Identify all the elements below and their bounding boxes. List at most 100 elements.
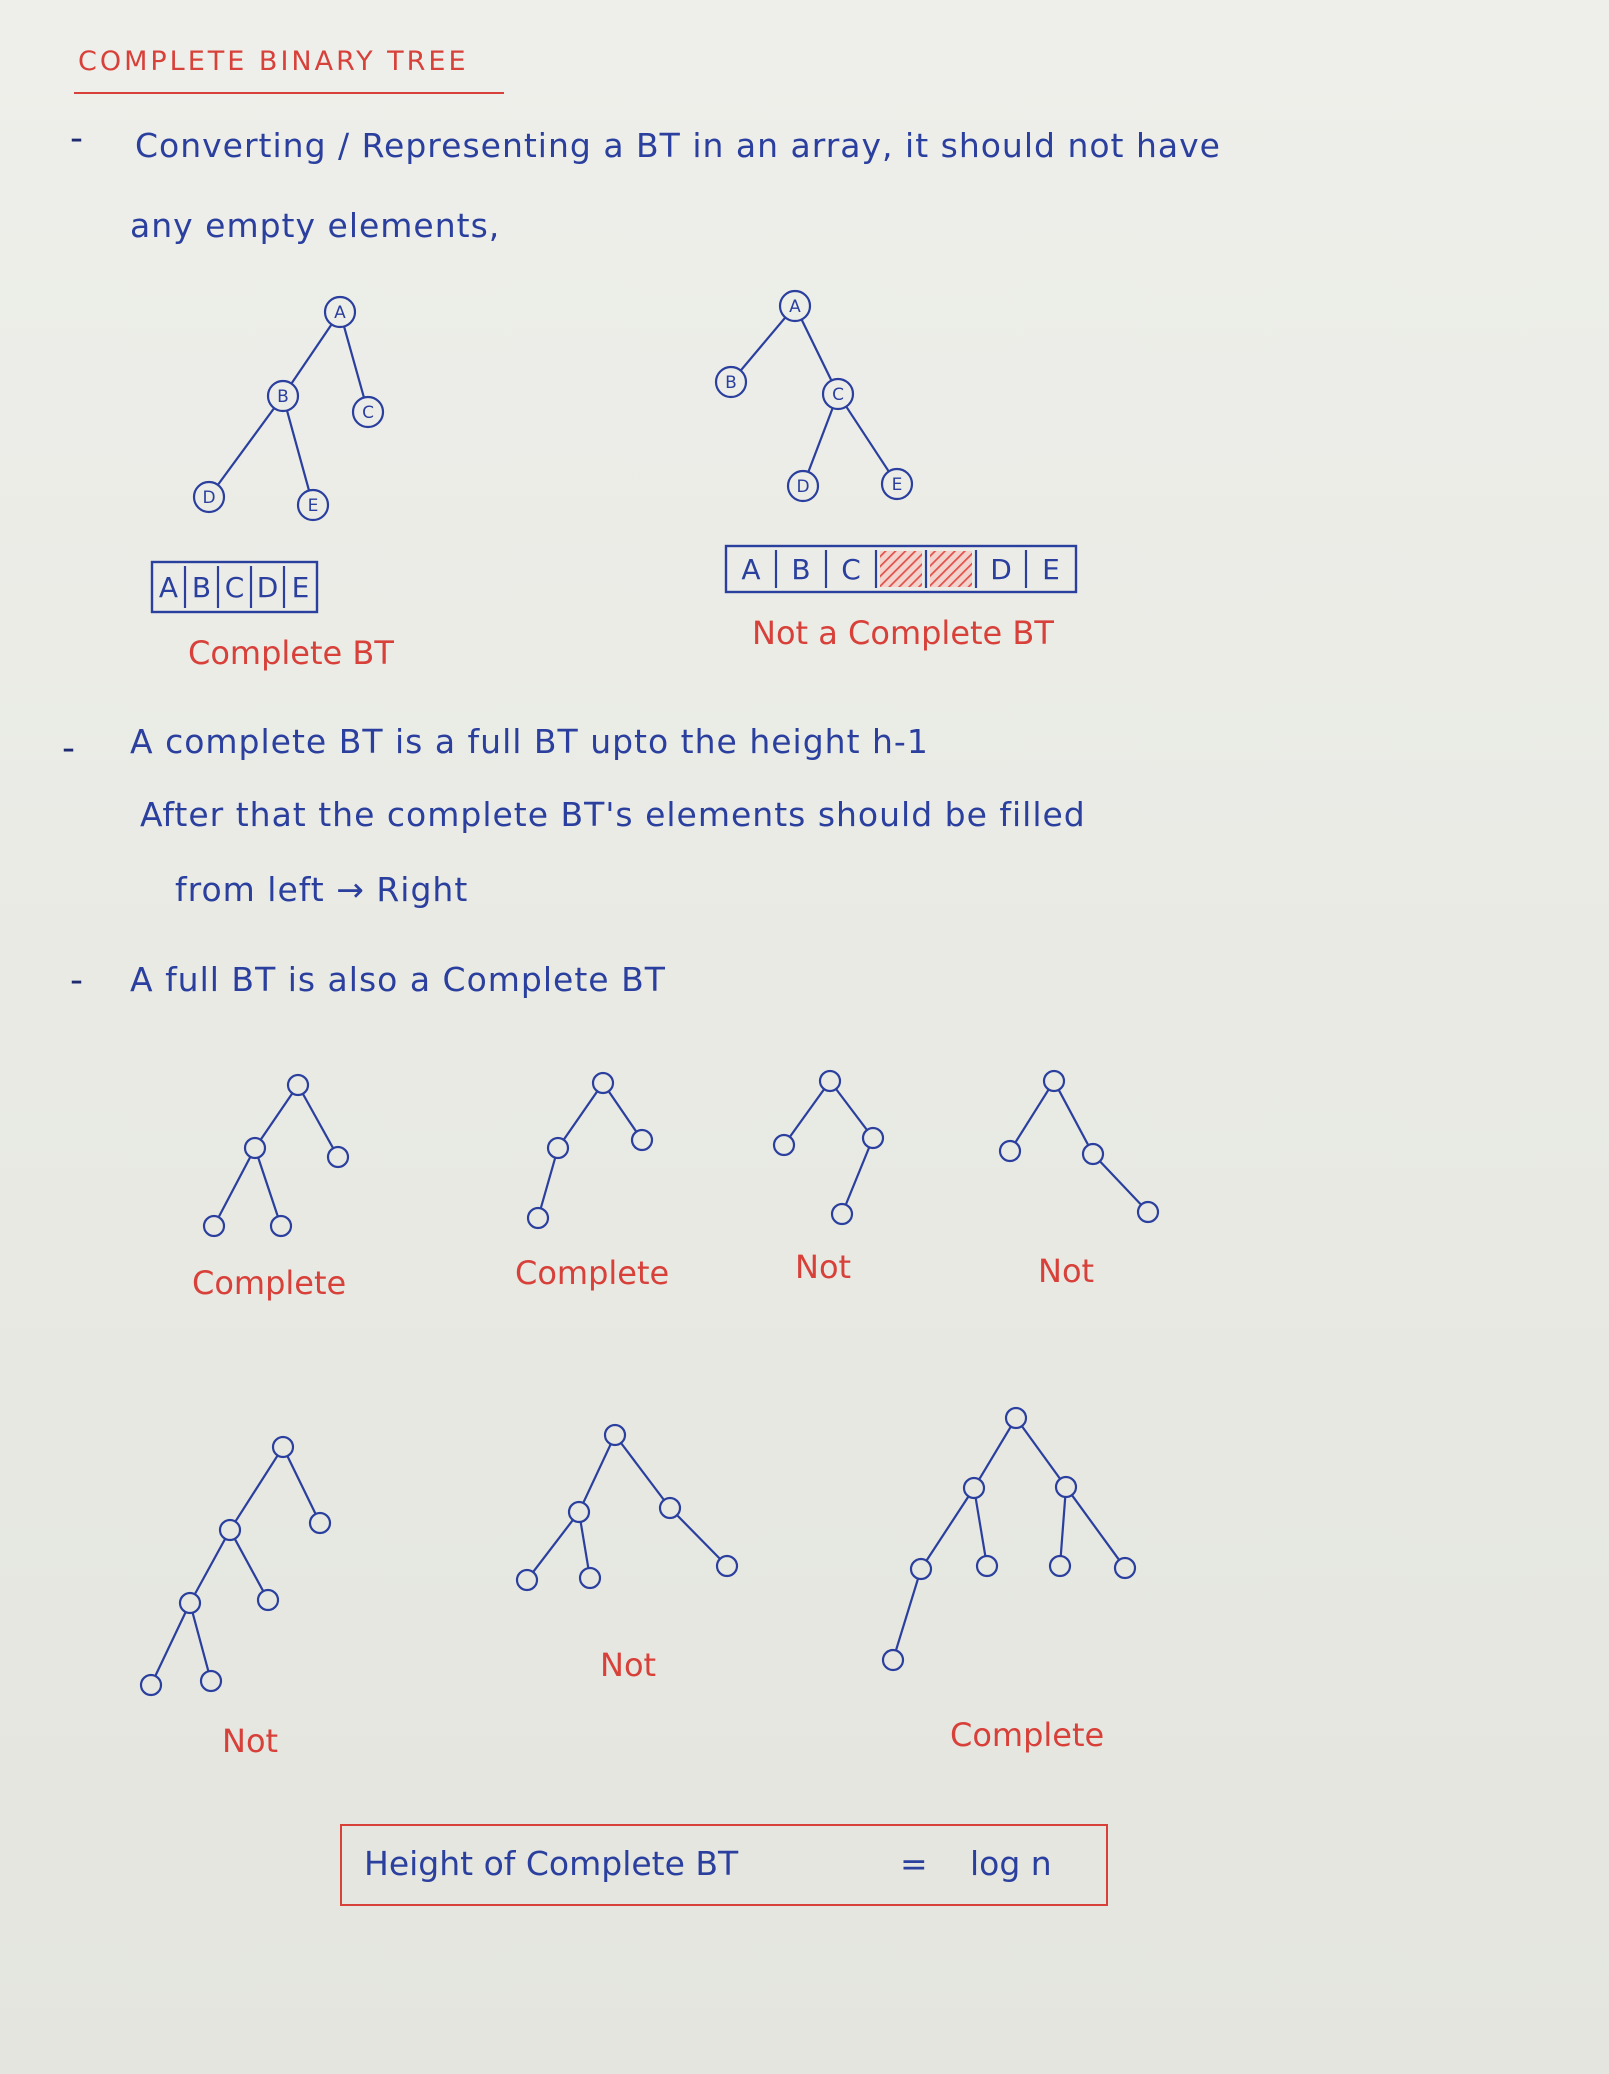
tree-node bbox=[715, 1554, 739, 1578]
tree-edge bbox=[532, 1519, 574, 1573]
tree-node: B bbox=[266, 379, 300, 413]
text-line-1: Converting / Representing a BT in an arr… bbox=[135, 126, 1221, 165]
tree-edge bbox=[233, 1538, 265, 1592]
tree-edge bbox=[301, 1093, 335, 1149]
tree-node bbox=[603, 1423, 627, 1447]
tree-node bbox=[818, 1069, 842, 1093]
tree-node bbox=[515, 1568, 539, 1592]
svg-text:D: D bbox=[796, 477, 809, 497]
formula-lhs: Height of Complete BT bbox=[364, 1844, 739, 1883]
bullet-dash: - bbox=[70, 960, 83, 1001]
formula-equals: = bbox=[900, 1844, 928, 1883]
tree-node bbox=[1004, 1406, 1028, 1430]
tree-node bbox=[286, 1073, 310, 1097]
tree-node bbox=[962, 1476, 986, 1500]
formula-rhs: log n bbox=[970, 1844, 1052, 1883]
tree-label: Complete bbox=[515, 1254, 670, 1292]
tree-node: B bbox=[714, 365, 748, 399]
svg-text:B: B bbox=[725, 373, 737, 393]
tree-node: E bbox=[296, 488, 330, 522]
text-line-3: A complete BT is a full BT upto the heig… bbox=[130, 722, 929, 761]
tree-node bbox=[1136, 1200, 1160, 1224]
tree-edge bbox=[582, 1443, 612, 1504]
formula-box: Height of Complete BT = log n bbox=[340, 1824, 1108, 1906]
tree-node bbox=[772, 1133, 796, 1157]
tree-node bbox=[199, 1669, 223, 1693]
tree-node bbox=[975, 1554, 999, 1578]
svg-text:A: A bbox=[789, 297, 801, 317]
text-line-6: A full BT is also a Complete BT bbox=[130, 960, 666, 999]
array-cell: C bbox=[225, 571, 245, 604]
svg-text:B: B bbox=[277, 387, 289, 407]
tree-node bbox=[591, 1071, 615, 1095]
tree-edge bbox=[286, 1455, 317, 1515]
tree-edge bbox=[739, 316, 787, 372]
tree-node bbox=[526, 1206, 550, 1230]
tree-edge bbox=[562, 1090, 599, 1141]
tree-edge bbox=[620, 1442, 665, 1501]
tree-edge bbox=[191, 1612, 210, 1672]
tree-node bbox=[658, 1496, 682, 1520]
svg-text:B: B bbox=[791, 553, 810, 586]
array-cell: C bbox=[841, 553, 861, 586]
svg-text:A: A bbox=[334, 303, 346, 323]
tree-edge bbox=[844, 1146, 871, 1206]
array-cell: E bbox=[1042, 553, 1060, 586]
tree-edge bbox=[154, 1611, 187, 1677]
array-cell: B bbox=[791, 553, 810, 586]
svg-text:D: D bbox=[257, 571, 279, 604]
tree-edge bbox=[1014, 1088, 1050, 1144]
text-line-2: any empty elements, bbox=[130, 206, 501, 245]
tree-edge bbox=[259, 1092, 294, 1141]
tree-node: C bbox=[351, 395, 385, 429]
svg-text:E: E bbox=[1042, 553, 1060, 586]
tree-edge bbox=[978, 1426, 1012, 1480]
tree-node bbox=[830, 1202, 854, 1226]
array-cell: B bbox=[192, 571, 211, 604]
text-line-5: from left → Right bbox=[175, 870, 469, 909]
caption-not-complete-bt: Not a Complete BT bbox=[752, 614, 1054, 652]
tree-edge bbox=[579, 1521, 590, 1569]
svg-text:A: A bbox=[159, 571, 178, 604]
svg-text:E: E bbox=[892, 475, 903, 495]
tree-node bbox=[1081, 1142, 1105, 1166]
tree-edge bbox=[193, 1538, 227, 1595]
tree-node bbox=[139, 1673, 163, 1697]
tree-edge bbox=[807, 407, 834, 473]
tree-label: Complete bbox=[950, 1716, 1105, 1754]
tree-node bbox=[269, 1214, 293, 1238]
tree-edge bbox=[845, 405, 890, 473]
array-cell bbox=[880, 551, 922, 587]
tree-node bbox=[881, 1648, 905, 1672]
tree-label: Not bbox=[600, 1646, 657, 1684]
tree-node bbox=[256, 1588, 280, 1612]
array-cell: A bbox=[741, 553, 760, 586]
svg-text:D: D bbox=[202, 488, 215, 508]
svg-text:C: C bbox=[225, 571, 245, 604]
tree-node bbox=[1042, 1069, 1066, 1093]
tree-node bbox=[178, 1591, 202, 1615]
array-cell: A bbox=[159, 571, 178, 604]
svg-text:C: C bbox=[841, 553, 861, 586]
svg-text:A: A bbox=[741, 553, 760, 586]
tree-edge bbox=[1059, 1496, 1067, 1557]
tree-node bbox=[243, 1136, 267, 1160]
tree-node bbox=[271, 1435, 295, 1459]
tree-edge bbox=[539, 1157, 557, 1209]
tree-edge bbox=[216, 407, 276, 486]
tree-node: A bbox=[323, 295, 357, 329]
tree-edge bbox=[1057, 1089, 1090, 1146]
tree-node bbox=[567, 1500, 591, 1524]
tree-node bbox=[1048, 1554, 1072, 1578]
tree-node bbox=[909, 1557, 933, 1581]
tree-node: C bbox=[821, 377, 855, 411]
page-title: COMPLETE BINARY TREE bbox=[78, 46, 469, 77]
tree-edge bbox=[1099, 1160, 1142, 1206]
tree-edge bbox=[257, 1157, 279, 1217]
svg-text:E: E bbox=[292, 571, 310, 604]
tree-node bbox=[578, 1566, 602, 1590]
tree-node: D bbox=[192, 480, 226, 514]
